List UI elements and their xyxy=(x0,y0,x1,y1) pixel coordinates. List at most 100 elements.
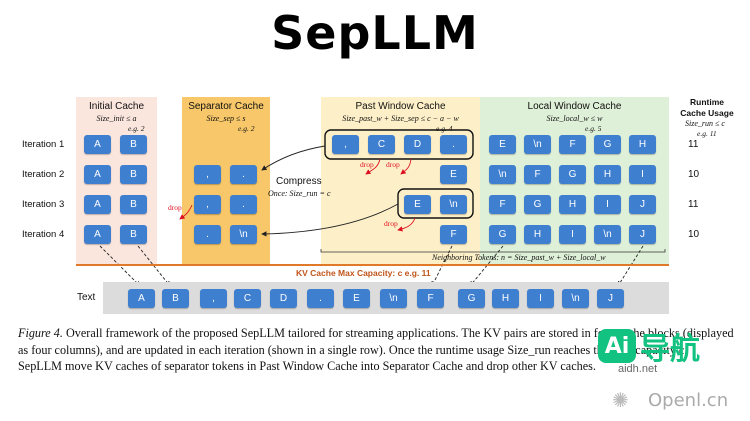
figure-caption: Figure 4. Overall framework of the propo… xyxy=(18,325,734,375)
neighboring-tokens-label: Neighboring Tokens: n = Size_past_w + Si… xyxy=(432,253,606,262)
past-window-constraint: Size_past_w + Size_sep ≤ c − a − w xyxy=(342,114,459,123)
usage-eg: e.g. 11 xyxy=(697,129,717,138)
token-block: . xyxy=(230,165,257,184)
text-token: , xyxy=(200,289,227,308)
token-block: F xyxy=(524,165,551,184)
watermark-cn-text: 导航 xyxy=(640,332,700,367)
drop-label: drop xyxy=(168,203,182,212)
text-token: G xyxy=(458,289,485,308)
separator-cache-constraint: Size_sep ≤ s xyxy=(206,114,246,123)
token-block: H xyxy=(559,195,586,214)
token-block: , xyxy=(332,135,359,154)
token-block: E xyxy=(489,135,516,154)
token-block: G xyxy=(594,135,621,154)
text-token: F xyxy=(417,289,444,308)
token-block: . xyxy=(194,225,221,244)
token-block: \n xyxy=(594,225,621,244)
drop-label: drop xyxy=(386,160,400,169)
past-window-eg: e.g. 4 xyxy=(436,124,453,133)
token-block: . xyxy=(230,195,257,214)
token-block: D xyxy=(404,135,431,154)
token-block: B xyxy=(120,195,147,214)
once-label: Once: Size_run = c xyxy=(268,189,331,198)
token-block: B xyxy=(120,165,147,184)
token-block: C xyxy=(368,135,395,154)
local-window-title: Local Window Cache xyxy=(527,101,622,112)
token-block: F xyxy=(559,135,586,154)
token-block: . xyxy=(440,135,467,154)
local-window-constraint: Size_local_w ≤ w xyxy=(546,114,603,123)
token-block: \n xyxy=(230,225,257,244)
text-token: J xyxy=(597,289,624,308)
ai-logo-icon: Ai xyxy=(598,329,636,363)
iteration-1-label: Iteration 1 xyxy=(22,139,65,150)
text-token: H xyxy=(492,289,519,308)
token-block: \n xyxy=(489,165,516,184)
text-token: B xyxy=(162,289,189,308)
token-block: H xyxy=(594,165,621,184)
text-token: C xyxy=(234,289,261,308)
initial-cache-constraint: Size_init ≤ a xyxy=(96,114,137,123)
capacity-label: KV Cache Max Capacity: c e.g. 11 xyxy=(296,268,431,278)
separator-cache-title: Separator Cache xyxy=(188,101,264,112)
token-block: B xyxy=(120,135,147,154)
token-block: I xyxy=(629,165,656,184)
initial-cache-title: Initial Cache xyxy=(88,101,145,112)
watermark-brand: Openl.cn xyxy=(648,390,729,411)
capacity-line xyxy=(76,264,669,266)
text-token: A xyxy=(128,289,155,308)
usage-constraint: Size_run ≤ c xyxy=(685,119,725,128)
watermark-site: aidh.net xyxy=(618,363,658,375)
token-block: \n xyxy=(440,195,467,214)
iteration-2-label: Iteration 2 xyxy=(22,169,65,180)
text-token: \n xyxy=(562,289,589,308)
token-block: F xyxy=(489,195,516,214)
initial-cache-eg: e.g. 2 xyxy=(128,124,145,133)
iteration-4-usage: 10 xyxy=(688,229,700,240)
token-block: A xyxy=(84,225,111,244)
token-block: H xyxy=(524,225,551,244)
caption-text: Overall framework of the proposed SepLLM… xyxy=(18,326,734,373)
separator-cache-eg: e.g. 2 xyxy=(238,124,255,133)
iteration-3-usage: 11 xyxy=(688,199,699,210)
token-block: F xyxy=(440,225,467,244)
text-token: I xyxy=(527,289,554,308)
caption-fig-label: Figure 4. xyxy=(18,326,63,340)
token-block: B xyxy=(120,225,147,244)
iteration-4-label: Iteration 4 xyxy=(22,229,65,240)
token-block: I xyxy=(594,195,621,214)
token-block: G xyxy=(559,165,586,184)
token-block: A xyxy=(84,195,111,214)
local-window-eg: e.g. 5 xyxy=(585,124,602,133)
token-block: J xyxy=(629,225,656,244)
token-block: I xyxy=(559,225,586,244)
token-block: , xyxy=(194,165,221,184)
watermark-badge: Ai 导航 xyxy=(598,328,716,367)
usage-title-1: Runtime xyxy=(690,97,724,107)
token-block: H xyxy=(629,135,656,154)
token-block: \n xyxy=(524,135,551,154)
text-token: D xyxy=(270,289,297,308)
iteration-3-label: Iteration 3 xyxy=(22,199,65,210)
token-block: G xyxy=(489,225,516,244)
token-block: A xyxy=(84,135,111,154)
drop-label: drop xyxy=(360,160,374,169)
compress-label: Compress xyxy=(276,176,322,187)
token-block: J xyxy=(629,195,656,214)
text-token: . xyxy=(307,289,334,308)
drop-label: drop xyxy=(384,219,398,228)
usage-title-2: Cache Usage xyxy=(680,108,734,118)
token-block: E xyxy=(404,195,431,214)
token-block: , xyxy=(194,195,221,214)
text-token: \n xyxy=(380,289,407,308)
text-row-label: Text xyxy=(77,292,96,303)
brand-logo-icon: ✺ xyxy=(612,390,629,412)
iteration-2-usage: 10 xyxy=(688,169,700,180)
token-block: E xyxy=(440,165,467,184)
page-title: SepLLM xyxy=(271,6,479,60)
token-block: G xyxy=(524,195,551,214)
text-token: E xyxy=(343,289,370,308)
past-window-title: Past Window Cache xyxy=(355,101,446,112)
iteration-1-usage: 11 xyxy=(688,139,699,150)
